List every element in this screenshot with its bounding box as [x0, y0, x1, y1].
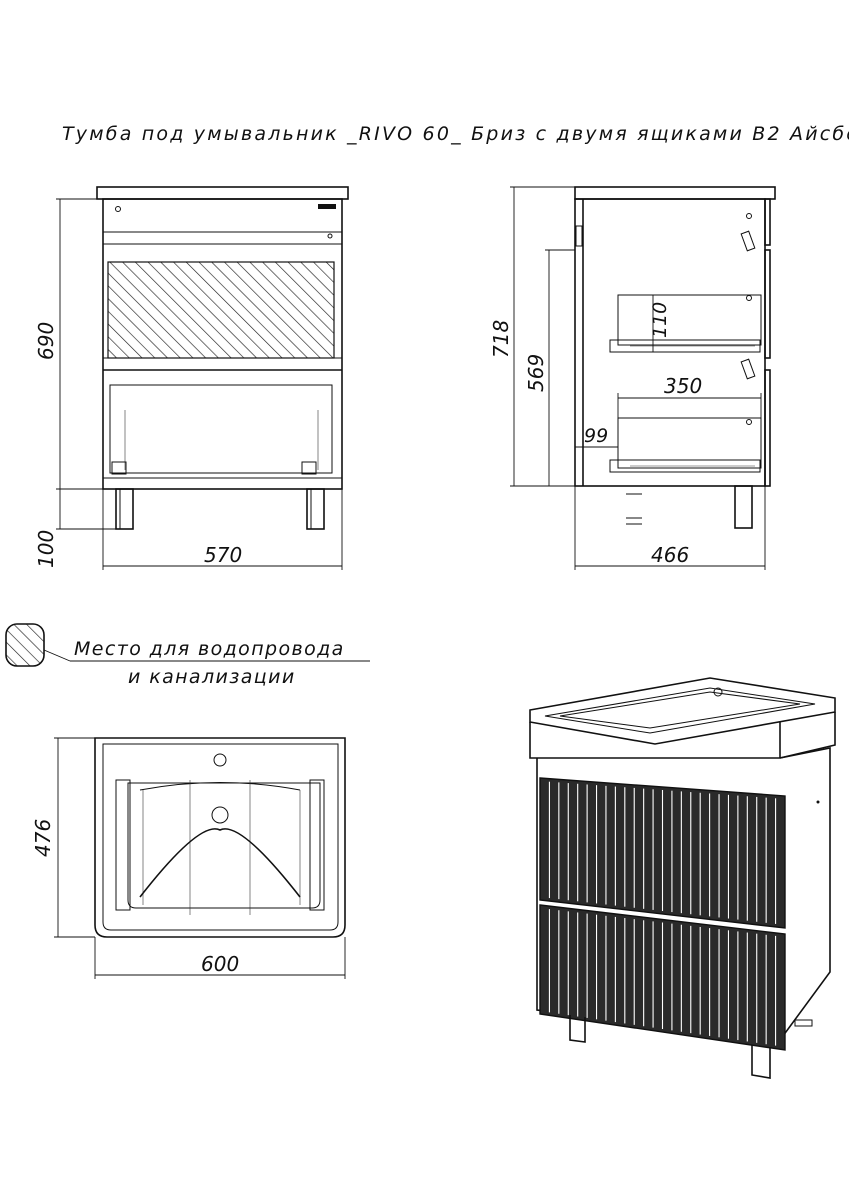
- side-depth-label: 466: [651, 543, 689, 567]
- front-view: 690 100 570: [34, 186, 349, 570]
- top-view-outline: [94, 737, 346, 938]
- isometric-view: [529, 677, 836, 1079]
- legend-line1: Место для водопровода: [74, 638, 345, 660]
- drawing-title: Тумба под умывальник _RIVO 60_ Бриз с дв…: [62, 123, 849, 145]
- drain-hole: [211, 806, 229, 824]
- iso-lower-drawer-flutes: [548, 909, 777, 1046]
- iso-faucet-hole: [713, 687, 723, 697]
- side-depth-inner-label: 350: [664, 374, 702, 398]
- faucet-hole: [213, 753, 227, 767]
- side-leg: [734, 485, 753, 529]
- iso-upper-drawer-flutes: [548, 781, 777, 924]
- side-countertop: [574, 186, 776, 200]
- side-upper-drawer: [617, 294, 762, 346]
- front-countertop: [96, 186, 349, 200]
- side-inner-height-label: 569: [524, 354, 548, 392]
- legend-hatch-swatch: [5, 623, 45, 667]
- side-total-height-label: 718: [489, 320, 513, 358]
- legend-line2: и канализации: [128, 666, 296, 688]
- legend: Место для водопровода и канализации: [5, 623, 370, 688]
- side-offset-label: 99: [584, 425, 608, 447]
- front-lower-drawer-inner: [109, 384, 333, 474]
- side-drawer-height-label: 110: [649, 302, 671, 338]
- front-leg-left: [115, 488, 134, 530]
- side-lower-drawer: [617, 417, 762, 469]
- front-cabinet-body: [102, 198, 343, 490]
- top-depth-label: 476: [31, 819, 55, 857]
- front-leg-right: [306, 488, 325, 530]
- front-leg-label: 100: [34, 530, 58, 568]
- hatched-plumbing-zone: [107, 261, 335, 359]
- front-height-label: 690: [34, 322, 58, 360]
- front-width-label: 570: [204, 543, 242, 567]
- top-width-label: 600: [201, 952, 239, 976]
- top-view: 476 600: [31, 737, 346, 979]
- side-view: 718 569 110 350 99 466: [489, 186, 776, 570]
